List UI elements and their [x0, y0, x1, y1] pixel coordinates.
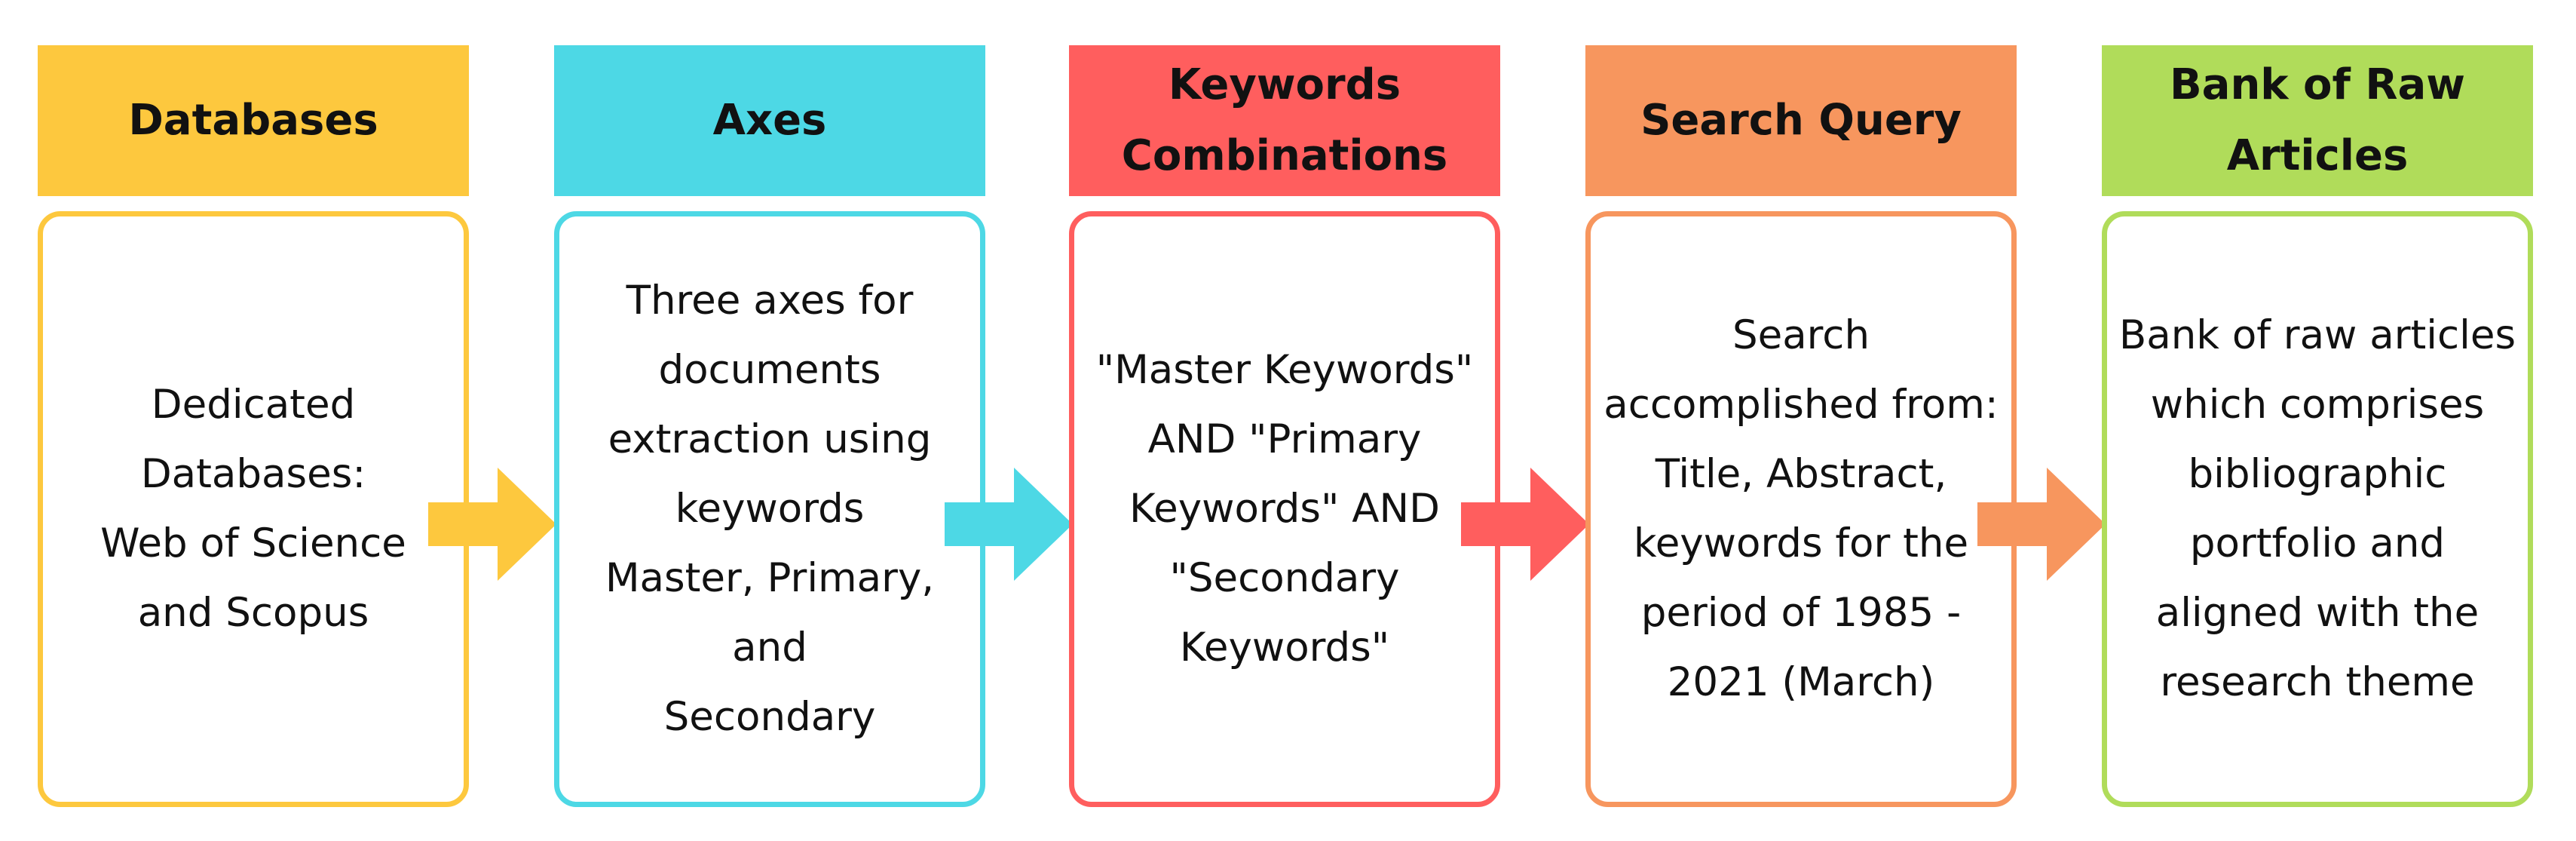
header-databases: Databases	[38, 45, 469, 196]
arrow-right-icon	[1461, 468, 1589, 581]
card-bank-of-raw-articles-text: Bank of raw articles which comprises bib…	[2118, 312, 2516, 705]
card-search-query: Search accomplished from: Title, Abstrac…	[1585, 211, 2017, 807]
header-keywords-combinations: Keywords Combinations	[1069, 45, 1500, 196]
header-axes: Axes	[554, 45, 985, 196]
arrow-right-icon	[945, 468, 1073, 581]
arrow-right-icon	[1977, 468, 2106, 581]
header-search-query-label: Search Query	[1640, 96, 1962, 145]
card-axes: Three axes for documents extraction usin…	[554, 211, 985, 807]
header-axes-label: Axes	[712, 96, 827, 145]
arrow-right-icon	[428, 468, 556, 581]
card-keywords-combinations-text: "Master Keywords" AND "Primary Keywords"…	[1095, 347, 1474, 671]
card-bank-of-raw-articles: Bank of raw articles which comprises bib…	[2102, 211, 2533, 807]
header-search-query: Search Query	[1585, 45, 2017, 196]
card-keywords-combinations: "Master Keywords" AND "Primary Keywords"…	[1069, 211, 1500, 807]
card-databases-text: Dedicated Databases: Web of Science and …	[100, 382, 406, 636]
header-databases-label: Databases	[128, 96, 378, 145]
header-keywords-combinations-label: Keywords Combinations	[1121, 60, 1448, 180]
header-bank-of-raw-articles: Bank of Raw Articles	[2102, 45, 2533, 196]
card-axes-text: Three axes for documents extraction usin…	[605, 278, 935, 740]
card-search-query-text: Search accomplished from: Title, Abstrac…	[1603, 312, 1999, 705]
card-databases: Dedicated Databases: Web of Science and …	[38, 211, 469, 807]
header-bank-of-raw-articles-label: Bank of Raw Articles	[2169, 60, 2466, 180]
